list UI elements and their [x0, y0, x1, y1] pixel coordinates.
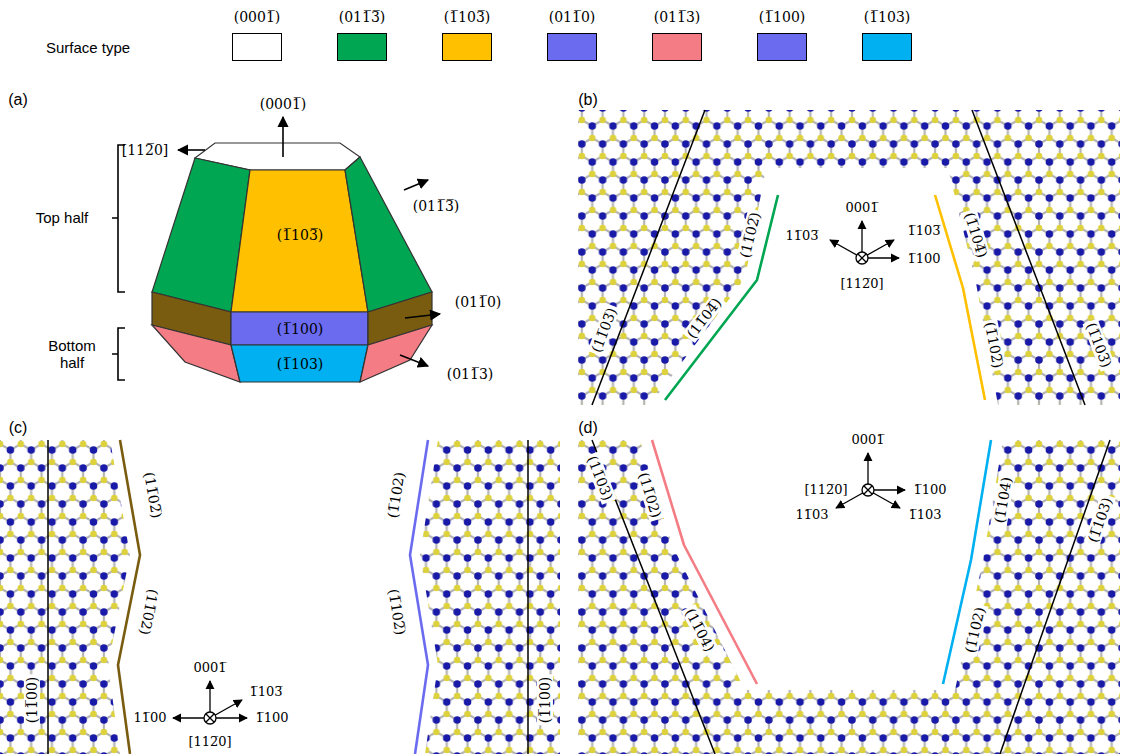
polyhedron: [152, 143, 432, 382]
slab-b: [578, 110, 1120, 405]
plane-line: [527, 440, 529, 754]
face-green-right: [345, 157, 432, 312]
legend-text: (011̅0): [549, 9, 596, 25]
plane-line: [972, 110, 1085, 405]
surface-label: (011̅3): [447, 366, 494, 382]
face-pink-right: [360, 325, 432, 382]
facet-label: (11̅02): [137, 588, 162, 637]
legend-heading: Surface type: [46, 39, 130, 56]
axis-label: [112̅0]: [188, 735, 231, 750]
legend-text: (0001̅): [234, 9, 281, 25]
facet-lines: [118, 195, 991, 754]
slab-c-right: [420, 440, 560, 754]
plane-lines: [48, 110, 1110, 754]
facet-label: (1̅102): [384, 471, 407, 520]
panel-label: (b): [578, 91, 598, 109]
plane-line: [47, 440, 49, 754]
legend-text: (1̅103): [864, 9, 911, 25]
axis-into-page: [862, 484, 874, 496]
axis-label: 11̅00: [133, 711, 166, 726]
facet-line: [118, 440, 140, 754]
legend-swatch: [757, 33, 807, 61]
face-blue: [231, 312, 368, 345]
axis-into-page: [856, 252, 868, 264]
axis-label: 11̅03̅: [785, 229, 818, 244]
axis-label: 0001̅: [851, 433, 884, 448]
panel-label: (c): [9, 419, 28, 437]
legend-swatch: [337, 33, 387, 61]
panel-label: (a): [8, 91, 28, 109]
facet-label: (1̅102̅): [385, 588, 408, 637]
plane-line: [592, 110, 705, 405]
surface-label: (0001̅): [260, 96, 307, 112]
slab-d: [578, 440, 1120, 754]
arrow: [404, 180, 428, 190]
legend-swatch: [862, 33, 912, 61]
face-orange: [231, 170, 368, 312]
axis-label: 0001̅: [193, 661, 226, 676]
surface-label: (011̅3̅): [413, 198, 460, 214]
axis-label: 1̅103̅: [907, 224, 940, 239]
legend-text: (011̅3): [654, 9, 701, 25]
legend-text: (1̅103̅): [444, 9, 491, 25]
face-label: (1̅100): [277, 321, 324, 337]
legend-swatch: [547, 33, 597, 61]
face-cyan: [231, 345, 368, 382]
axis-label: 1̅100: [255, 711, 288, 726]
surface-label: (011̅0): [455, 294, 502, 310]
axis-label: [112̅0]: [804, 483, 847, 498]
normal-arrows: [112, 117, 440, 380]
bracket: [112, 145, 125, 292]
arrow: [282, 117, 284, 157]
axis-label: 1̅103̅: [249, 685, 282, 700]
arrow: [405, 314, 440, 318]
facet-line: [652, 440, 757, 684]
axis-label: 1̅100: [913, 483, 946, 498]
facet-label: (11̅02̅): [141, 471, 165, 520]
axis-into-page: [204, 712, 216, 724]
facet-line: [943, 440, 991, 684]
arrow: [400, 355, 428, 366]
arrow: [178, 149, 205, 151]
bracket: [112, 328, 125, 380]
crystal-lattice: [0, 110, 1120, 754]
axis-label: 1̅100: [907, 252, 940, 267]
plane-label: (1̅100): [537, 675, 553, 726]
axis-label: [112̅0]: [840, 277, 883, 292]
axis-label: 0001̅: [845, 201, 878, 216]
facet-line: [665, 195, 778, 400]
panel-label: (d): [578, 419, 598, 437]
axis-label: 1̅103: [908, 508, 941, 523]
direction-label: [112̅0]: [122, 142, 169, 158]
axis-into-page: [858, 254, 866, 262]
facet-line: [410, 440, 428, 754]
axes: [173, 221, 905, 724]
legend-text: (1̅100): [759, 9, 806, 25]
face-label: (1̅103̅): [277, 227, 324, 243]
legend-swatch: [652, 33, 702, 61]
axis-into-page: [864, 486, 872, 494]
bracket-label: Bottom half: [42, 337, 102, 372]
legend-text: (011̅3̅): [339, 9, 386, 25]
plane-label: (11̅00): [24, 675, 40, 726]
bracket-label: Top half: [36, 209, 89, 226]
legend-swatch: [442, 33, 492, 61]
plane-line: [1000, 440, 1110, 754]
legend-swatch: [232, 33, 282, 61]
face-label: (1̅103): [277, 356, 324, 372]
slab-c-left: [0, 440, 130, 754]
axis-label: 11̅03: [795, 508, 828, 523]
axis-into-page: [206, 714, 214, 722]
face-pink-left: [152, 325, 240, 382]
